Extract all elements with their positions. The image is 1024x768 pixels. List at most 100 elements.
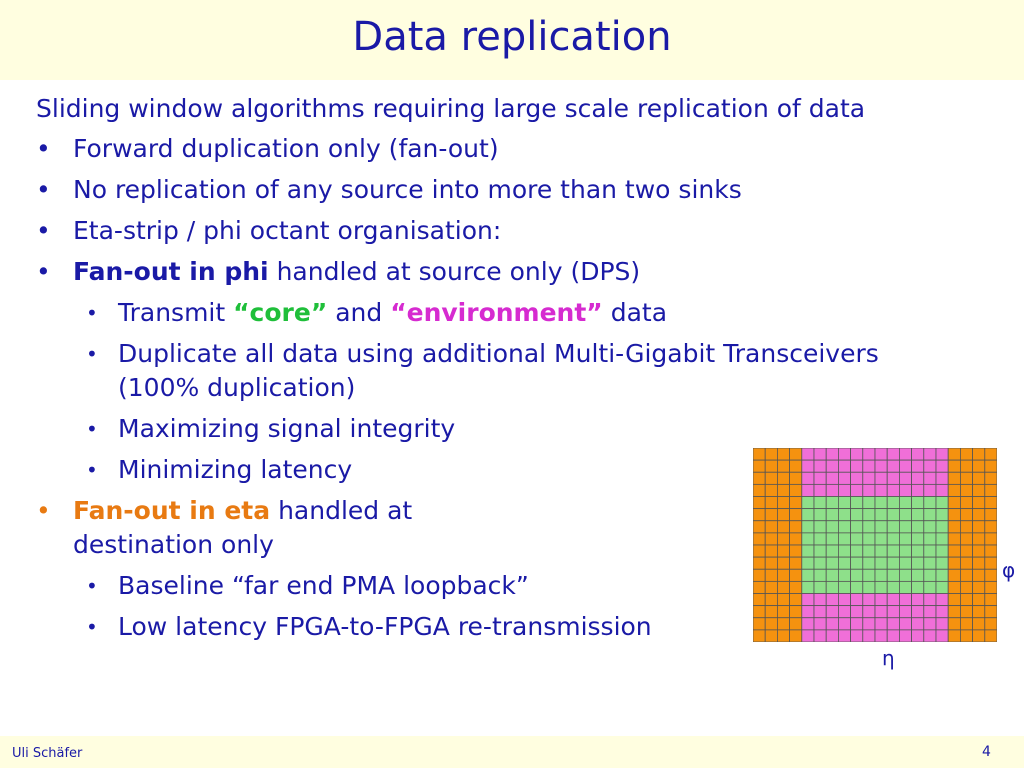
grid-cell xyxy=(801,448,815,461)
grid-cell xyxy=(862,471,876,485)
grid-cell xyxy=(801,483,815,497)
grid-cell xyxy=(874,605,888,619)
grid-cell xyxy=(813,617,827,631)
grid-cell xyxy=(911,448,925,461)
grid-cell xyxy=(959,580,973,594)
grid-cell xyxy=(911,629,925,642)
grid-cell xyxy=(850,471,864,485)
grid-cell xyxy=(813,605,827,619)
grid-cell xyxy=(801,556,815,570)
grid-cell xyxy=(838,520,852,534)
bullet-eta-strip: • Eta-strip / phi octant organisation: xyxy=(36,214,966,248)
grid-cell xyxy=(898,508,912,522)
grid-cell xyxy=(911,556,925,570)
grid-cell xyxy=(825,532,839,546)
grid-cell xyxy=(753,532,766,546)
grid-cell xyxy=(838,593,852,607)
sub-text: Minimizing latency xyxy=(118,455,353,484)
grid-cell xyxy=(898,629,912,642)
grid-cell xyxy=(935,448,949,461)
grid-cell xyxy=(825,520,839,534)
bullet-marker: • xyxy=(86,301,98,325)
grid-cell xyxy=(972,508,986,522)
bullet-no-replication: • No replication of any source into more… xyxy=(36,173,966,207)
grid-cell xyxy=(935,593,949,607)
grid-cell xyxy=(874,532,888,546)
grid-cell xyxy=(984,629,997,642)
page-number: 4 xyxy=(982,744,991,760)
grid-cell xyxy=(886,617,900,631)
grid-cell xyxy=(935,629,949,642)
grid-cell xyxy=(911,471,925,485)
grid-cell xyxy=(911,520,925,534)
grid-cell xyxy=(911,544,925,558)
grid-cell xyxy=(898,605,912,619)
grid-cell xyxy=(850,459,864,473)
grid-cell xyxy=(789,605,803,619)
grid-cell xyxy=(947,459,961,473)
grid-cell xyxy=(801,568,815,582)
grid-cell xyxy=(984,532,997,546)
sub-text: Transmit xyxy=(118,298,234,327)
grid-cell xyxy=(898,556,912,570)
grid-cell xyxy=(862,520,876,534)
grid-cell xyxy=(911,605,925,619)
grid-cell xyxy=(947,544,961,558)
grid-cell xyxy=(874,483,888,497)
bullet-marker: • xyxy=(36,134,51,163)
grid-cell xyxy=(838,568,852,582)
grid-cell xyxy=(764,617,778,631)
grid-cell xyxy=(972,520,986,534)
grid-cell xyxy=(789,459,803,473)
grid-cell xyxy=(776,568,790,582)
grid-cell xyxy=(850,544,864,558)
grid-cell xyxy=(789,483,803,497)
grid-cell xyxy=(776,532,790,546)
grid-cell xyxy=(874,448,888,461)
grid-cell xyxy=(813,471,827,485)
grid-cell xyxy=(764,496,778,510)
grid-cell xyxy=(874,508,888,522)
grid-cell xyxy=(801,520,815,534)
grid-cell xyxy=(753,629,766,642)
grid-cell xyxy=(972,483,986,497)
sub-bullet-signal-integrity: • Maximizing signal integrity xyxy=(36,412,966,446)
grid-cell xyxy=(972,532,986,546)
sub-text: Duplicate all data using additional Mult… xyxy=(118,339,879,402)
grid-cell xyxy=(850,629,864,642)
grid-cell xyxy=(959,617,973,631)
grid-cell xyxy=(764,556,778,570)
grid-cell xyxy=(959,496,973,510)
grid-cell xyxy=(923,593,937,607)
grid-cell xyxy=(801,629,815,642)
environment-term: “environment” xyxy=(390,298,603,327)
grid-cell xyxy=(753,568,766,582)
grid-cell xyxy=(984,617,997,631)
grid-cell xyxy=(972,471,986,485)
grid-cell xyxy=(838,459,852,473)
grid-cell xyxy=(911,617,925,631)
grid-cell xyxy=(972,448,986,461)
grid-cell xyxy=(935,508,949,522)
grid-cell xyxy=(838,629,852,642)
bullet-marker: • xyxy=(36,175,51,204)
grid-cell xyxy=(972,593,986,607)
grid-cell xyxy=(886,544,900,558)
grid-cell xyxy=(959,629,973,642)
grid-cell xyxy=(789,580,803,594)
grid-cell xyxy=(838,617,852,631)
grid-cell xyxy=(776,448,790,461)
grid-cell xyxy=(776,605,790,619)
grid-cell xyxy=(862,605,876,619)
grid-cell xyxy=(947,532,961,546)
grid-cell xyxy=(862,483,876,497)
grid-cell xyxy=(898,593,912,607)
grid-cell xyxy=(838,580,852,594)
grid-cell xyxy=(838,496,852,510)
grid-cell xyxy=(935,532,949,546)
grid-cell xyxy=(789,496,803,510)
grid-cell xyxy=(764,483,778,497)
bullet-marker: • xyxy=(86,615,98,639)
grid-cell xyxy=(850,532,864,546)
grid-cell xyxy=(886,483,900,497)
